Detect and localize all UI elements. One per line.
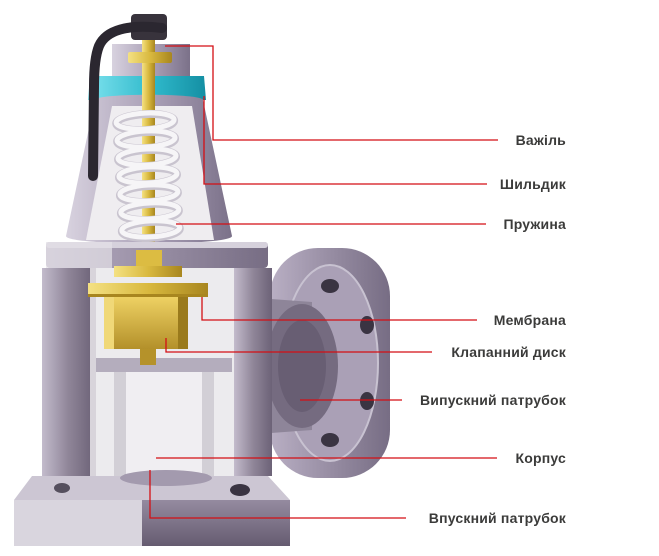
inlet-flange: [14, 470, 290, 546]
inlet-channel: [114, 372, 214, 478]
inlet-flange-cutaway: [14, 500, 142, 546]
leader-lines: [149, 45, 498, 519]
label-valve-disc: Клапанний диск: [451, 344, 566, 360]
lever: [88, 14, 167, 181]
membrane: [88, 283, 208, 297]
flange-bolt-holes: [321, 279, 374, 447]
body-right-wall: [234, 268, 272, 476]
valve-seat: [96, 358, 232, 372]
valve-disc: [104, 297, 188, 349]
label-outlet-port: Випускний патрубок: [419, 392, 566, 408]
membrane-disc-assembly: [88, 250, 208, 365]
leader-line-lever: [165, 45, 498, 141]
body-left-wall: [42, 268, 94, 480]
inlet-bore: [120, 470, 212, 486]
label-nameplate: Шильдик: [499, 176, 566, 192]
leader-line-membrane: [201, 297, 477, 321]
label-inlet-port: Впускний патрубок: [428, 510, 566, 526]
leader-line-disc: [165, 338, 432, 353]
label-body: Корпус: [515, 450, 566, 466]
spindle-nut: [136, 250, 162, 266]
leader-line-inlet: [149, 470, 406, 519]
label-spring: Пружина: [503, 216, 566, 232]
inlet-bolt-hole: [230, 484, 250, 496]
label-membrane: Мембрана: [493, 312, 566, 328]
leader-line-nameplate: [203, 96, 487, 185]
label-lever: Важіль: [515, 132, 566, 148]
spring: [112, 109, 184, 243]
